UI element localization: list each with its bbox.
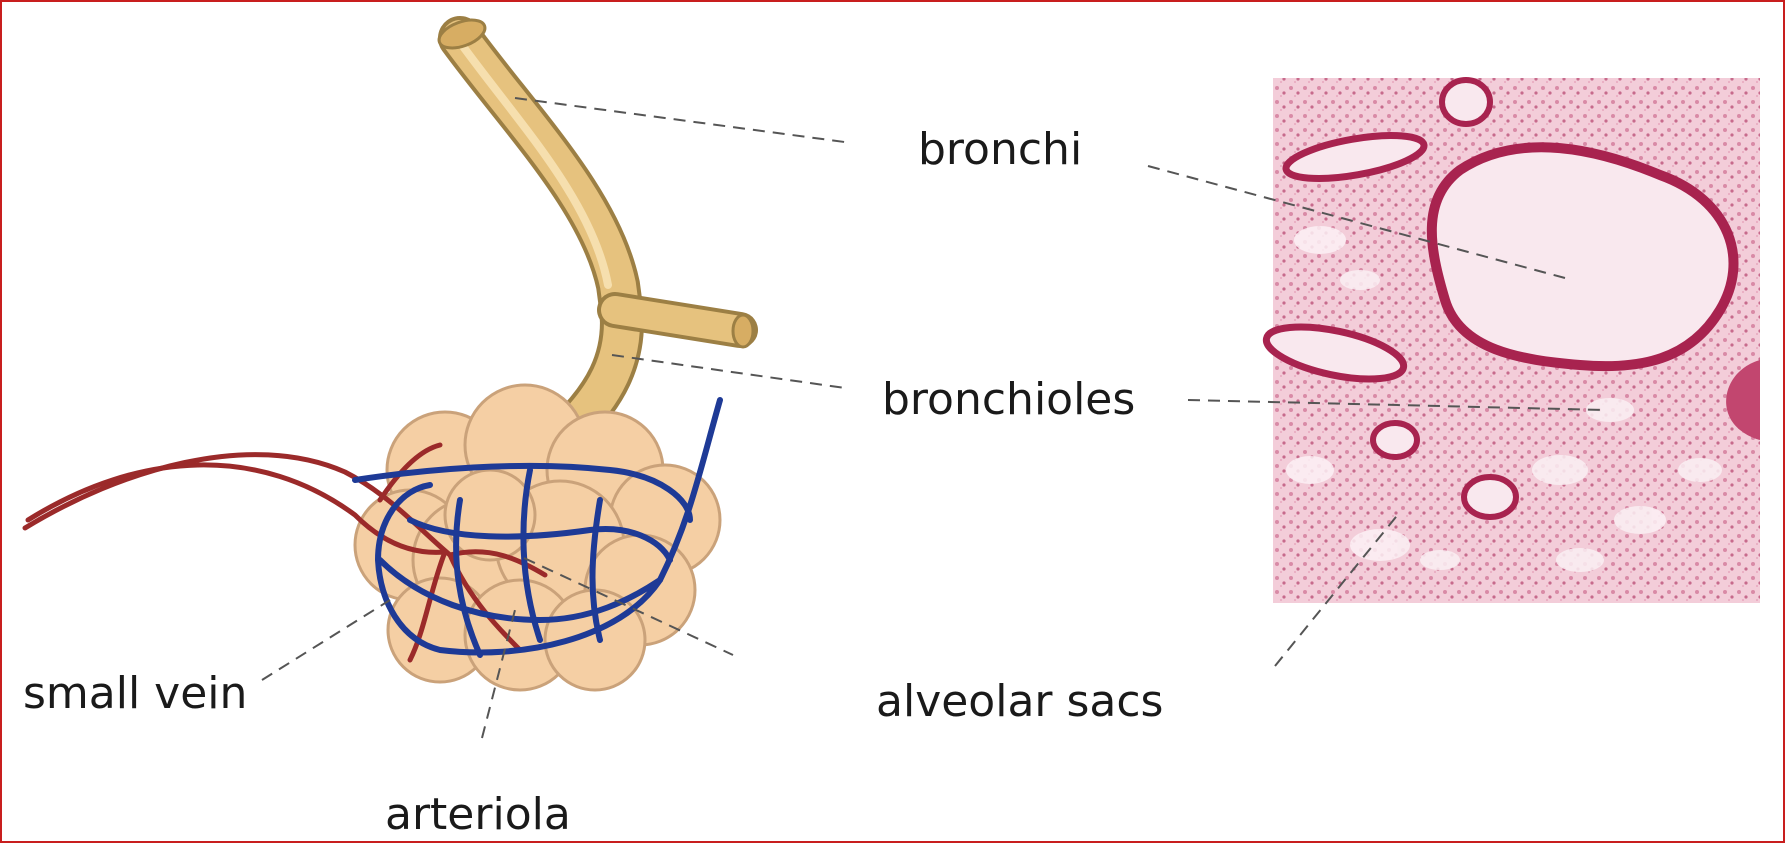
bronchus-tube-fill	[460, 38, 622, 430]
vessel-lumen-4	[1373, 423, 1417, 457]
label-bronchioles: bronchioles	[882, 378, 1135, 422]
label-small-vein: small vein	[23, 672, 247, 716]
leader-bronchi-left	[515, 98, 852, 143]
branch-opening	[733, 315, 753, 347]
leader-small-vein	[262, 600, 390, 680]
leader-bronchioles-left	[612, 355, 845, 388]
label-alveolar-sacs: alveolar sacs	[876, 680, 1163, 724]
label-bronchi: bronchi	[918, 128, 1082, 172]
histology-micrograph	[1262, 78, 1760, 603]
bronchiole-branch-fill	[615, 310, 740, 330]
vessel-lumen-3	[1442, 80, 1490, 124]
vessel-lumen-5	[1464, 477, 1516, 517]
label-arteriola: arteriola	[385, 793, 571, 837]
